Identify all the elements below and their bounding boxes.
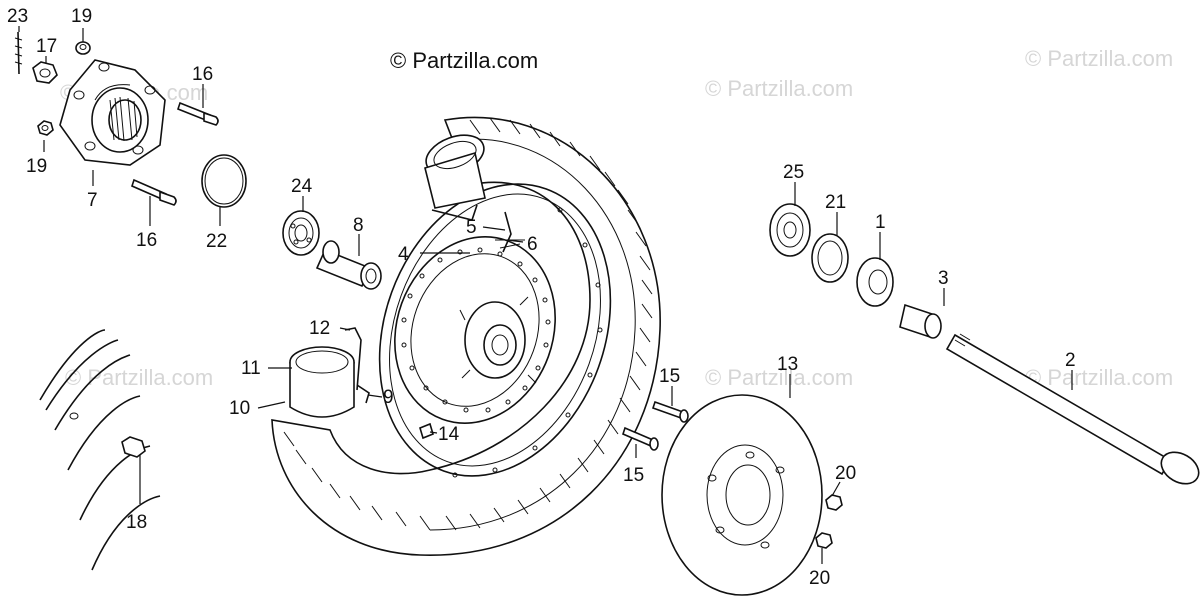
part-20-nut-upper <box>825 494 843 511</box>
callout-9[interactable]: 9 <box>383 387 394 408</box>
callout-25[interactable]: 25 <box>783 162 804 183</box>
callout-22[interactable]: 22 <box>206 231 227 252</box>
part-24-bearing <box>282 210 320 256</box>
callout-20[interactable]: 20 <box>809 568 830 589</box>
part-19-nut <box>37 120 54 136</box>
part-15-bolt-lower <box>622 426 659 451</box>
part-15-bolt-upper <box>651 400 689 423</box>
callout-23[interactable]: 23 <box>7 6 28 27</box>
callout-15[interactable]: 15 <box>623 465 644 486</box>
part-23-pin <box>14 31 23 75</box>
rim-holes <box>452 207 603 478</box>
part-25-bearing <box>769 203 811 257</box>
part-14-balance-weight <box>419 422 434 440</box>
callout-3[interactable]: 3 <box>938 268 949 289</box>
callout-2[interactable]: 2 <box>1065 350 1076 371</box>
callout-17[interactable]: 17 <box>36 36 57 57</box>
callout-10[interactable]: 10 <box>229 398 250 419</box>
part-16-stud-lower <box>131 178 177 206</box>
part-16-stud-upper <box>177 101 219 126</box>
part-8-spacer <box>315 240 382 290</box>
callout-12[interactable]: 12 <box>309 318 330 339</box>
disc-holes <box>401 247 551 413</box>
callout-16[interactable]: 16 <box>192 64 213 85</box>
part-19-nut <box>75 41 91 55</box>
callout-11[interactable]: 11 <box>241 358 261 379</box>
callout-15[interactable]: 15 <box>659 366 680 387</box>
part-11-dust-seal <box>289 346 355 418</box>
part-18-rim-section <box>39 329 161 571</box>
watermark: © Partzilla.com <box>390 48 538 73</box>
part-2-axle <box>945 333 1200 485</box>
faint-watermark: © Partzilla.com <box>1025 46 1173 71</box>
wheel-assembly <box>271 116 661 556</box>
callout-1[interactable]: 1 <box>875 212 886 233</box>
callout-4[interactable]: 4 <box>398 244 409 265</box>
part-17-nut <box>32 61 58 84</box>
callout-18[interactable]: 18 <box>126 512 147 533</box>
faint-watermarks: © Partzilla.com © Partzilla.com © Partzi… <box>60 46 1173 390</box>
callout-14[interactable]: 14 <box>438 424 460 445</box>
callout-7[interactable]: 7 <box>87 190 98 211</box>
faint-watermark: © Partzilla.com <box>705 365 853 390</box>
callout-19[interactable]: 19 <box>71 6 92 27</box>
callout-8[interactable]: 8 <box>353 215 364 236</box>
faint-watermark: © Partzilla.com <box>1025 365 1173 390</box>
leader-lines <box>18 26 1073 564</box>
part-20-nut-lower <box>815 532 833 549</box>
callout-20[interactable]: 20 <box>835 463 856 484</box>
part-7-hub-flange <box>59 59 166 166</box>
callouts: 23 19 17 16 19 7 16 22 24 8 5 4 6 12 11 … <box>7 6 1076 589</box>
callout-16[interactable]: 16 <box>136 230 157 251</box>
callout-13[interactable]: 13 <box>777 354 798 375</box>
callout-24[interactable]: 24 <box>291 176 313 197</box>
faint-watermark: © Partzilla.com <box>65 365 213 390</box>
faint-watermark: © Partzilla.com <box>705 76 853 101</box>
part-1-collar <box>856 257 894 307</box>
part-22-o-ring <box>201 154 247 208</box>
part-10-dust-seal-upper <box>424 134 486 221</box>
callout-6[interactable]: 6 <box>527 234 538 255</box>
callout-21[interactable]: 21 <box>825 192 846 213</box>
callout-19[interactable]: 19 <box>26 156 47 177</box>
part-12-clip <box>344 327 370 404</box>
part-13-brake-disc <box>661 394 823 596</box>
callout-5[interactable]: 5 <box>466 217 477 238</box>
part-21-oil-seal <box>811 233 849 283</box>
part-3-spacer <box>899 303 942 339</box>
